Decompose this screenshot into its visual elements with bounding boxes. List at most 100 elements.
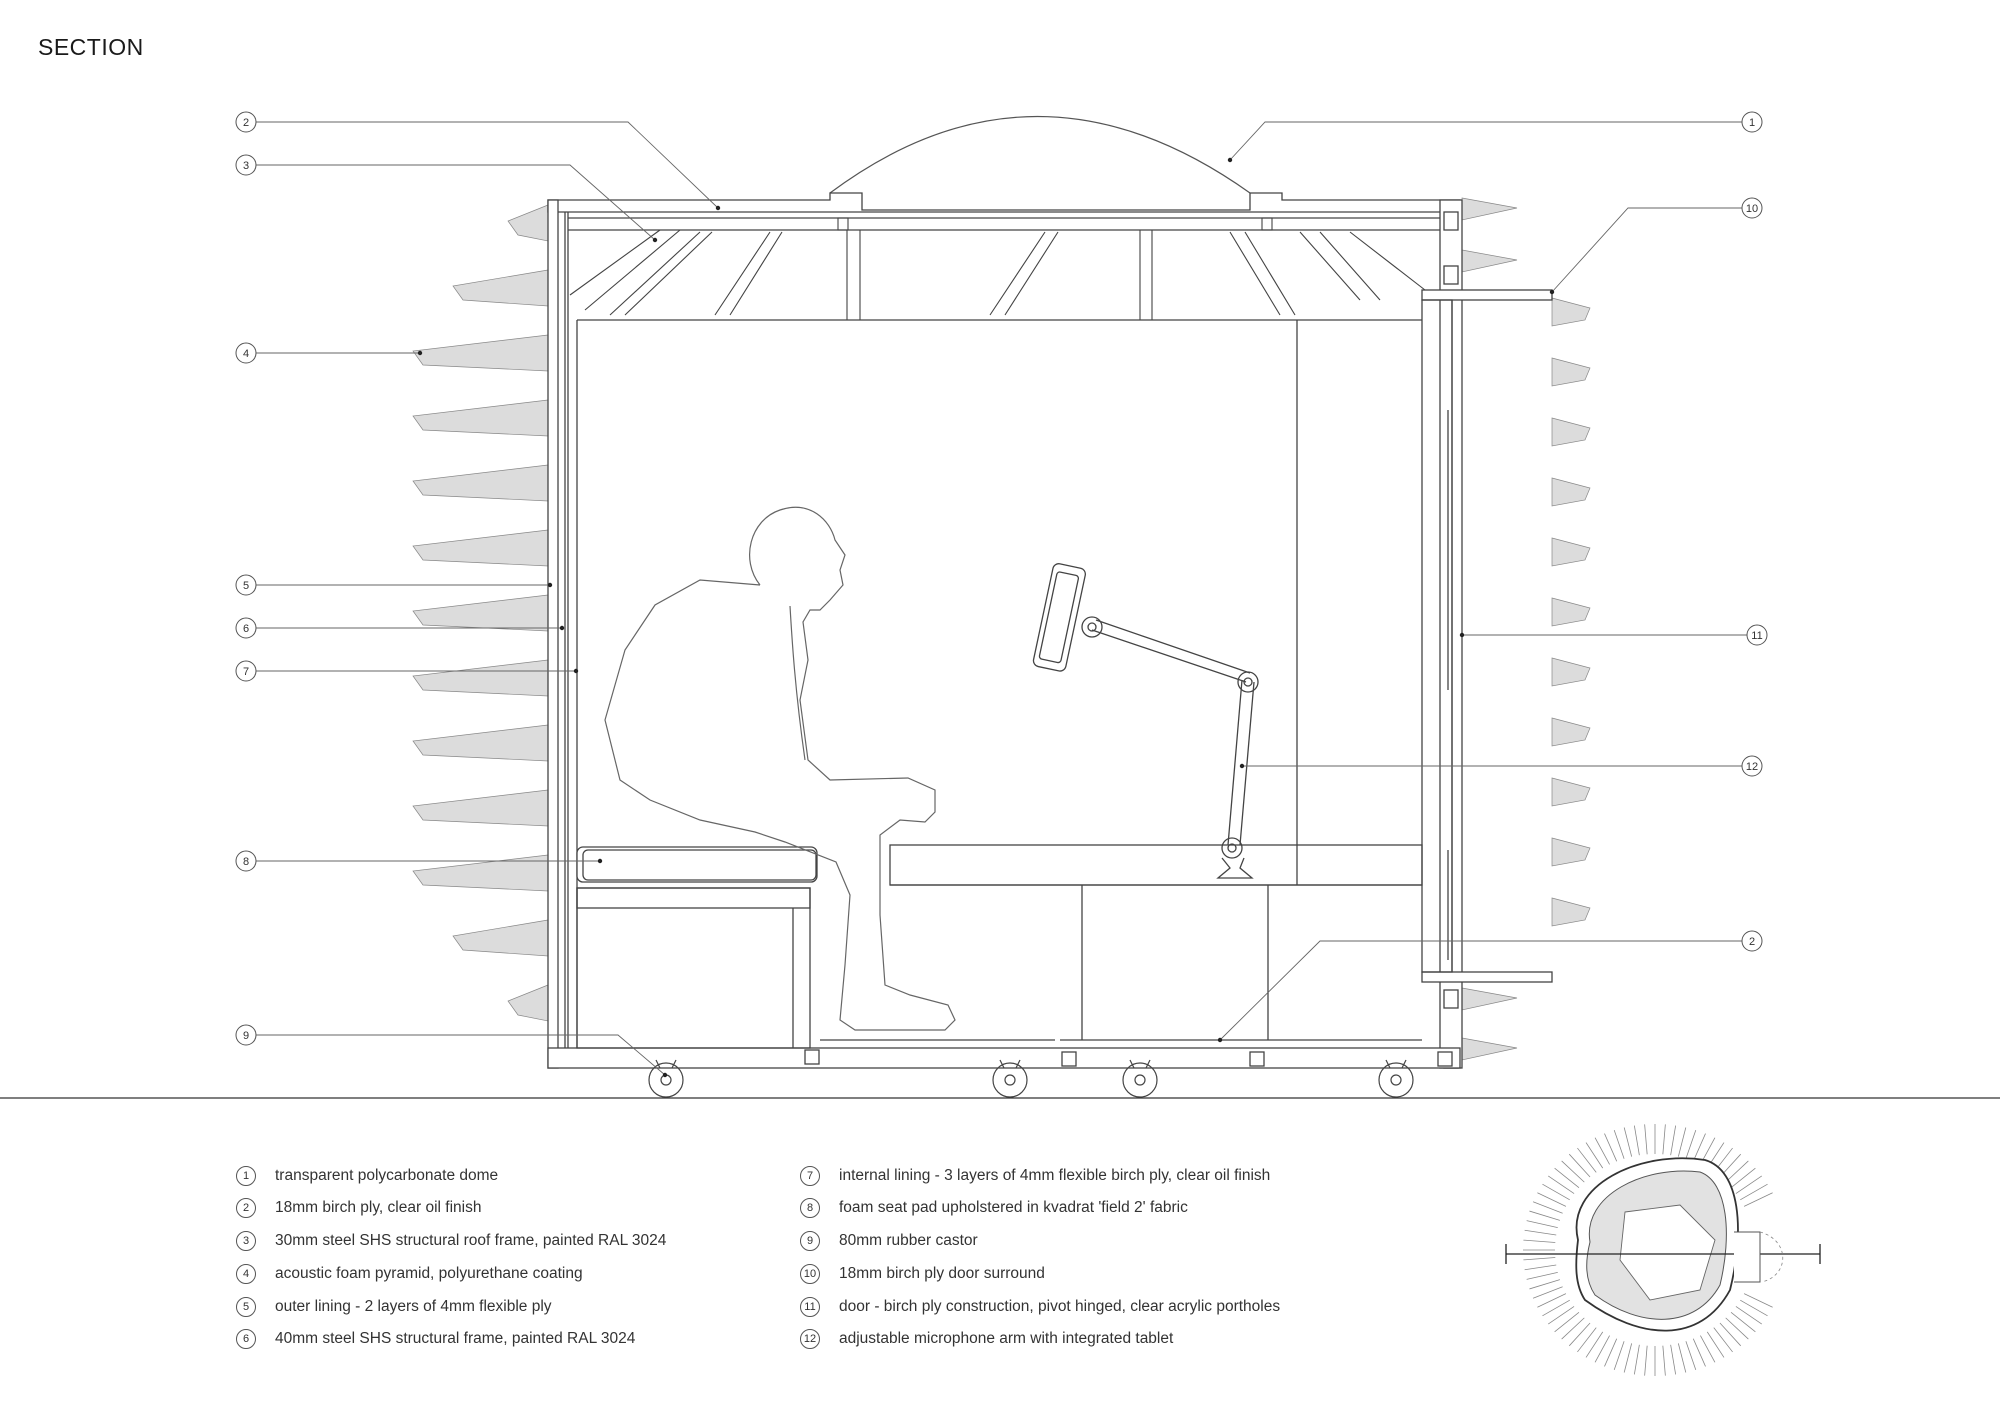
castor-wheel — [992, 1062, 1028, 1098]
legend-text: transparent polycarbonate dome — [275, 1167, 499, 1184]
castor-wheel — [1378, 1062, 1414, 1098]
leader-line — [1219, 940, 1742, 1041]
leader-dot — [573, 668, 579, 674]
foam-pyramid — [507, 204, 549, 242]
callout-bubble: 11 — [1746, 624, 1768, 646]
leader-dot — [1239, 763, 1245, 769]
legend-item: 12 adjustable microphone arm with integra… — [800, 1327, 1173, 1351]
callout-number: 12 — [1746, 761, 1758, 773]
callout-number: 2 — [243, 117, 249, 129]
callout-number: 9 — [243, 1030, 249, 1042]
polycarbonate-dome — [829, 116, 1251, 194]
castors — [648, 1059, 1414, 1098]
legend-number: 9 — [800, 1231, 820, 1251]
foam-pyramid — [1551, 717, 1591, 747]
legend-text: 30mm steel SHS structural roof frame, pa… — [275, 1232, 667, 1249]
foam-pyramid — [507, 984, 549, 1022]
foam-pyramid — [412, 594, 549, 632]
leader-line — [256, 121, 719, 209]
plan-floor — [1619, 1204, 1716, 1301]
page-title: SECTION — [38, 34, 144, 60]
legend-text: adjustable microphone arm with integrate… — [839, 1330, 1174, 1347]
legend-number: 10 — [800, 1264, 820, 1284]
roof-frame — [569, 217, 1426, 320]
legend-text: internal lining - 3 layers of 4mm flexib… — [839, 1167, 1271, 1184]
foam-pyramid — [452, 269, 549, 307]
callout-number: 4 — [243, 348, 249, 360]
callout-bubble: 4 — [235, 342, 257, 364]
foam-pyramid — [1551, 777, 1591, 807]
foam-pyramid — [412, 334, 549, 372]
leader-dot — [1549, 289, 1555, 295]
foam-pyramid — [1551, 297, 1591, 327]
legend-item: 4 acoustic foam pyramid, polyurethane coa… — [236, 1262, 583, 1286]
foam-pyramid — [1461, 1037, 1518, 1061]
legend-text: 40mm steel SHS structural frame, painted… — [275, 1330, 636, 1347]
legend-text: 18mm birch ply, clear oil finish — [275, 1199, 482, 1216]
legend-text: foam seat pad upholstered in kvadrat 'fi… — [839, 1199, 1188, 1216]
callout-bubble: 12 — [1741, 755, 1763, 777]
callout-number: 11 — [1751, 630, 1762, 642]
legend-number: 1 — [236, 1166, 256, 1186]
foam-pyramid — [1551, 537, 1591, 567]
leader-lines — [256, 121, 1747, 1078]
legend-item: 2 18mm birch ply, clear oil finish — [236, 1196, 481, 1220]
callout-bubble: 6 — [235, 617, 257, 639]
callout-bubble: 2 — [235, 111, 257, 133]
legend-number: 8 — [800, 1198, 820, 1218]
plan-door — [1734, 1231, 1761, 1283]
key-plan — [1505, 1124, 1821, 1376]
callout-number: 5 — [243, 580, 249, 592]
callout-bubble: 1 — [1741, 111, 1763, 133]
legend-number: 5 — [236, 1297, 256, 1317]
callout-number: 1 — [1749, 117, 1755, 129]
legend-text: acoustic foam pyramid, polyurethane coat… — [275, 1265, 583, 1282]
callout-number: 8 — [243, 856, 249, 868]
leader-dot — [1217, 1037, 1223, 1043]
foam-pyramid — [412, 529, 549, 567]
callout-bubble: 10 — [1741, 197, 1763, 219]
seated-figure — [604, 506, 956, 1031]
leader-dot — [559, 625, 565, 631]
foam-pyramid — [412, 464, 549, 502]
callout-bubble: 7 — [235, 660, 257, 682]
leader-dot — [597, 858, 603, 864]
callout-number: 3 — [243, 160, 249, 172]
foam-pyramid — [1551, 477, 1591, 507]
legend-number: 2 — [236, 1198, 256, 1218]
legend-number: 11 — [800, 1297, 820, 1317]
foam-pyramid — [1461, 987, 1518, 1011]
foam-pyramid — [412, 724, 549, 762]
callout-bubble: 5 — [235, 574, 257, 596]
legend-number: 4 — [236, 1264, 256, 1284]
legend-number: 3 — [236, 1231, 256, 1251]
foam-pyramid — [412, 659, 549, 697]
legend-number: 12 — [800, 1329, 820, 1349]
leader-line — [1551, 207, 1742, 293]
legend-text: 80mm rubber castor — [839, 1232, 978, 1249]
callout-number: 7 — [243, 666, 249, 678]
castor-wheel — [1122, 1062, 1158, 1098]
leader-line — [256, 1034, 666, 1076]
callout-number: 2 — [1749, 936, 1755, 948]
legend-item: 9 80mm rubber castor — [800, 1229, 978, 1253]
leader-line — [256, 164, 656, 241]
leader-dot — [1227, 157, 1233, 163]
foam-pyramid — [412, 789, 549, 827]
leader-dot — [417, 350, 423, 356]
callout-bubble: 3 — [235, 154, 257, 176]
mic-arm — [1032, 563, 1259, 879]
foam-pyramid — [412, 854, 549, 892]
foam-pyramid — [1551, 837, 1591, 867]
pod-shell — [547, 192, 1553, 1069]
foam-pyramid — [1551, 657, 1591, 687]
legend-item: 1 transparent polycarbonate dome — [236, 1164, 498, 1188]
foam-pyramid — [452, 919, 549, 957]
castor-wheel — [648, 1062, 684, 1098]
leader-line — [1229, 121, 1742, 161]
